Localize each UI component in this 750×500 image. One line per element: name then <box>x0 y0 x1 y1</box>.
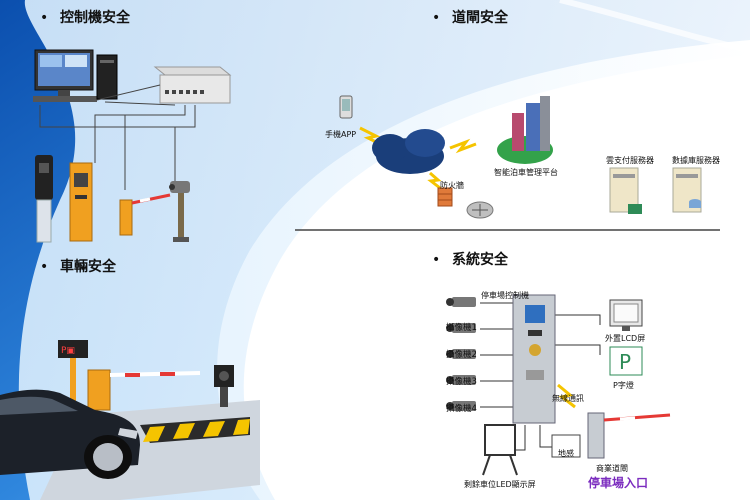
hazard-stripes <box>143 419 250 442</box>
controller-label: 停車場控制機 <box>481 291 529 300</box>
camera-label-3: 攝像機3 <box>446 377 477 387</box>
system-diagram: P <box>446 294 671 476</box>
firewall-icon <box>437 187 453 207</box>
database-server-icon <box>672 167 702 213</box>
section-heading-gate: •道閘安全 <box>432 10 508 26</box>
lightning-icon <box>557 383 576 409</box>
lpr-camera-icon <box>214 365 234 407</box>
app-label: 手機APP <box>325 130 357 139</box>
loop-label: 地感 <box>558 449 574 458</box>
p-sign-icon: P <box>609 346 643 376</box>
parking-controller-icon <box>512 294 556 424</box>
barrier-label: 商業道閘 <box>596 464 628 473</box>
vehicle-sign-text: P▣ <box>61 346 75 356</box>
buildings-icon <box>497 96 553 164</box>
camera-label-1: 攝像機1 <box>446 323 477 333</box>
vehicle-illustration: P▣ <box>0 340 260 500</box>
cloud-icon <box>372 129 445 174</box>
wireless-label: 無線通訊 <box>552 394 584 403</box>
loop-detector-icon <box>551 434 581 458</box>
computer-icon <box>33 49 118 102</box>
vehicle-barrier-icon <box>87 369 201 411</box>
led-display-icon <box>482 424 518 476</box>
sign-post-icon: P▣ <box>58 340 88 410</box>
phone-icon <box>339 95 353 119</box>
led-label: 剩餘車位LED顯示屏 <box>464 480 536 489</box>
platform-label: 智能泊車管理平台 <box>494 168 558 177</box>
lcd-label: 外置LCD屏 <box>605 334 646 343</box>
db-server-label: 數據庫服務器 <box>672 156 720 165</box>
router-icon <box>466 201 494 219</box>
entrance-label: 停車場入口 <box>588 476 649 490</box>
p-sign-letter: P <box>619 350 631 374</box>
payment-kiosk-icon <box>69 162 93 242</box>
camera-label-2: 攝像機2 <box>446 350 477 360</box>
camera-icon <box>446 297 476 411</box>
barrier-gate-icon <box>119 193 171 236</box>
server-icon <box>609 167 642 214</box>
section-heading-system: •系統安全 <box>432 252 508 268</box>
network-diagram <box>295 95 720 231</box>
barrier-gate-icon <box>587 412 671 459</box>
section-heading-vehicle: •車輛安全 <box>40 259 116 275</box>
camera-label-4: 攝像機4 <box>446 404 477 414</box>
p-sign-label: P字燈 <box>613 381 634 390</box>
lightning-icon <box>449 138 477 154</box>
lightning-icon <box>427 171 442 190</box>
firewall-label: 防火牆 <box>440 181 464 190</box>
control-wires <box>39 84 196 190</box>
lcd-monitor-icon <box>609 299 643 331</box>
network-switch-icon <box>153 66 232 104</box>
ticket-machine-icon <box>35 155 53 243</box>
control-illustration <box>33 49 232 243</box>
camera-pole-icon <box>169 181 190 242</box>
car-icon <box>0 389 140 479</box>
section-heading-control: •控制機安全 <box>40 10 130 26</box>
payment-server-label: 雲支付服務器 <box>606 156 654 165</box>
